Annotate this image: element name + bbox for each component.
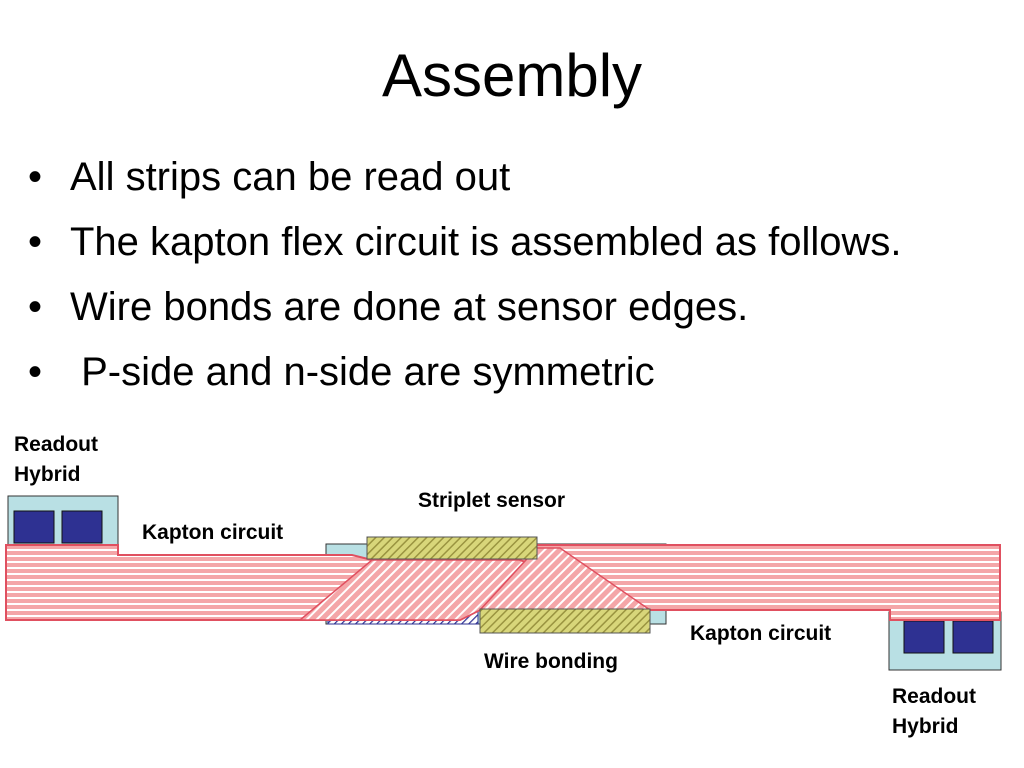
kapton-circuit-left (5, 544, 537, 621)
bullet-list: All strips can be read out The kapton fl… (28, 150, 928, 410)
bullet-item: P-side and n-side are symmetric (28, 345, 928, 400)
readout-hybrid-left (7, 495, 119, 549)
bond-pad-top (366, 536, 538, 560)
readout-hybrid-left-label: Readout Hybrid (14, 430, 98, 490)
label-line: Readout (892, 685, 976, 708)
chip-icon (61, 510, 103, 544)
wire-bonding-label: Wire bonding (484, 650, 618, 673)
slide-title: Assembly (381, 42, 643, 109)
kapton-circuit-right-label: Kapton circuit (690, 622, 832, 645)
kapton-circuit-left-label: Kapton circuit (142, 521, 284, 544)
chip-icon (13, 510, 55, 544)
bullet-item: The kapton flex circuit is assembled as … (28, 215, 928, 270)
bullet-item: Wire bonds are done at sensor edges. (28, 280, 928, 335)
label-line: Hybrid (14, 463, 81, 486)
chip-icon (952, 620, 994, 654)
label-line: Hybrid (892, 715, 959, 738)
bond-pad-bottom (479, 608, 651, 634)
readout-hybrid-right-label: Readout Hybrid (892, 682, 976, 742)
chip-icon (903, 620, 945, 654)
label-line: Readout (14, 433, 98, 456)
bullet-item: All strips can be read out (28, 150, 928, 205)
kapton-circuit-right (478, 544, 1001, 621)
striplet-sensor-label: Striplet sensor (418, 489, 566, 512)
